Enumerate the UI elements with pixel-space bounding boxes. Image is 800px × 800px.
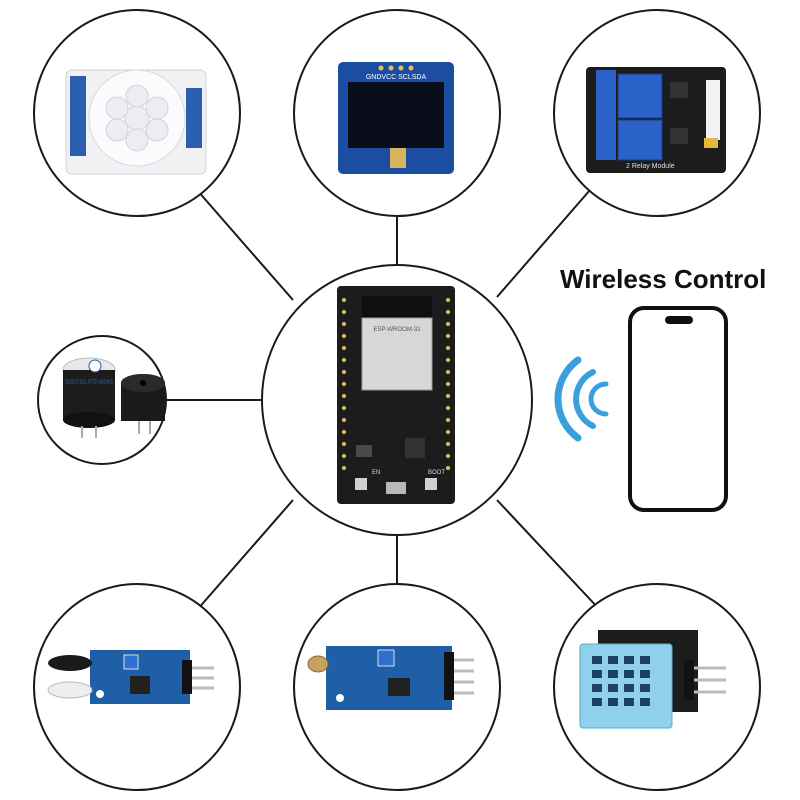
dht11-sensor-icon	[579, 630, 726, 729]
light-sensor-icon	[307, 646, 474, 710]
esp32-en-label: EN	[372, 470, 380, 476]
pir-sensor-icon	[65, 69, 207, 175]
ir-sensor-icon	[47, 650, 214, 704]
wireless-control-title: Wireless Control	[560, 264, 767, 294]
oled-pin-label: GNDVCC SCLSDA	[366, 74, 427, 81]
connector-line	[496, 189, 591, 298]
esp32-board-icon: ESP-WROOM-32 BOOT EN	[337, 286, 455, 504]
wifi-signal-icon	[554, 356, 609, 442]
connector-line	[196, 499, 294, 611]
connector-lines	[166, 189, 601, 611]
oled-display-icon: GNDVCC SCLSDA	[338, 62, 454, 174]
smartphone-icon	[628, 306, 728, 512]
connector-line	[496, 499, 601, 611]
connector-line	[196, 189, 294, 301]
esp32-boot-label: BOOT	[428, 470, 445, 476]
relay-module-label: 2 Relay Module	[626, 163, 675, 170]
esp32-chip-label: ESP-WROOM-32	[373, 327, 421, 333]
buzzer-seal-label: REMOVE SEAL AFTER WASHING	[65, 379, 113, 386]
buzzer-icon: REMOVE SEAL AFTER WASHING	[62, 357, 165, 438]
relay-module-icon: 2 Relay Module	[586, 67, 726, 173]
